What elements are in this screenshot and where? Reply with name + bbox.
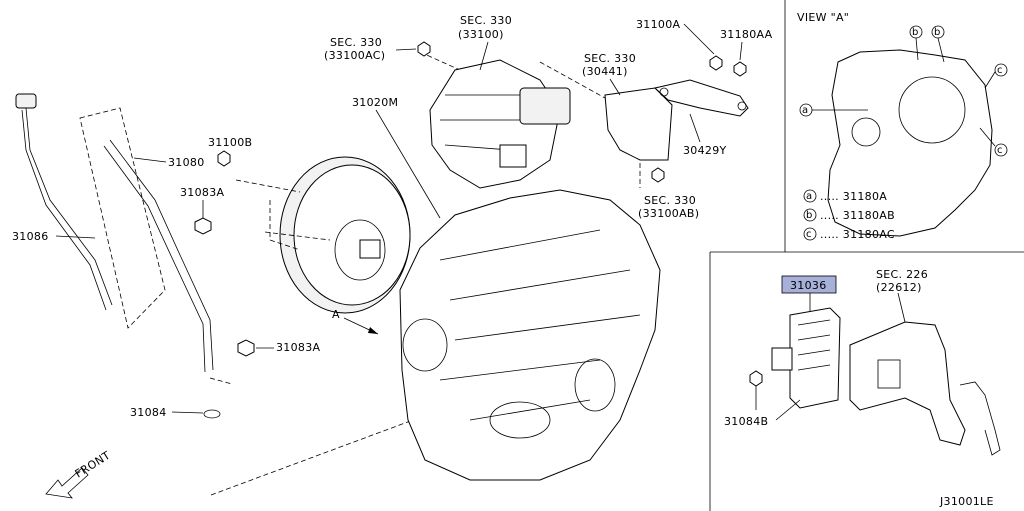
case-hole [851, 117, 881, 147]
svg-text:a: a [802, 105, 808, 116]
label-31020m: 31020M [352, 96, 398, 109]
label-31083a-top: 31083A [180, 186, 224, 199]
view-a-panel: VIEW "A" b b c c a a ..... 31180A b ....… [710, 0, 1024, 253]
bolt-33100ac-icon [417, 41, 431, 57]
dipstick-31086 [15, 93, 113, 311]
svg-text:b: b [806, 210, 812, 221]
label-31100b: 31100B [208, 136, 252, 149]
bolt-33100ab-icon [651, 167, 665, 183]
view-a-title: VIEW "A" [797, 11, 849, 24]
tcm-inset: 31036 SEC. 226 (22612) 31084B [709, 252, 1001, 511]
legend-row-a: a ..... 31180A [803, 189, 887, 203]
label-31086: 31086 [12, 230, 49, 243]
svg-text:..... 31180AC: ..... 31180AC [820, 228, 895, 241]
case-bore [898, 76, 966, 144]
label-30429y: 30429Y [683, 144, 727, 157]
bolt-31180aa-icon [733, 61, 747, 77]
svg-text:b: b [912, 27, 918, 38]
svg-text:c: c [806, 229, 812, 240]
label-sec330-33100: SEC. 330 [460, 14, 512, 27]
label-31084: 31084 [130, 406, 167, 419]
svg-text:a: a [806, 191, 812, 202]
legend-row-c: c ..... 31180AC [803, 227, 895, 241]
front-indicator: FRONT [45, 449, 113, 499]
label-31084b: 31084B [724, 415, 768, 428]
tcm-bracket [849, 321, 966, 446]
svg-text:(30441): (30441) [582, 65, 628, 78]
svg-text:..... 31180A: ..... 31180A [820, 190, 887, 203]
label-31100a: 31100A [636, 18, 680, 31]
o-ring-31084-icon [203, 409, 221, 419]
bolt-31100a-icon [709, 55, 723, 71]
torque-converter-31020m [279, 156, 411, 314]
svg-text:(33100AC): (33100AC) [324, 49, 385, 62]
svg-text:b: b [934, 27, 940, 38]
legend-row-b: b ..... 31180AB [803, 208, 895, 222]
front-arrow-icon [45, 467, 89, 499]
bracket-30441 [604, 87, 673, 161]
svg-text:c: c [997, 65, 1003, 76]
link-30429y [653, 79, 749, 117]
label-sec226: SEC. 226 [876, 268, 928, 281]
svg-text:(33100): (33100) [458, 28, 504, 41]
bolt-31084b-icon [749, 370, 763, 387]
part-31036-highlight [781, 275, 837, 294]
svg-text:(33100AB): (33100AB) [638, 207, 699, 220]
case-cover-outline [827, 49, 993, 237]
label-sec330-33100ac: SEC. 330 [330, 36, 382, 49]
bolt-31083a-top-icon [194, 217, 212, 235]
transmission-case [399, 189, 661, 481]
label-sec330-33100ab: SEC. 330 [644, 194, 696, 207]
oil-pump-33100 [429, 59, 571, 189]
view-a-marker: A [332, 308, 340, 321]
front-label: FRONT [73, 449, 113, 481]
label-31083a-bottom: 31083A [276, 341, 320, 354]
view-a-arrow-icon [368, 327, 378, 334]
svg-text:(22612): (22612) [876, 281, 922, 294]
tcm-module [789, 307, 841, 409]
label-31180aa: 31180AA [720, 28, 773, 41]
label-31080: 31080 [168, 156, 205, 169]
svg-text:..... 31180AB: ..... 31180AB [820, 209, 895, 222]
label-31036: 31036 [790, 279, 827, 292]
svg-text:c: c [997, 145, 1003, 156]
label-sec330-30441: SEC. 330 [584, 52, 636, 65]
diagram-code: J31001LE [939, 495, 994, 508]
tube-dashed-box [79, 107, 166, 329]
nut-31100b-icon [217, 150, 231, 167]
bolt-31083a-bottom-icon [237, 339, 255, 357]
main-exploded-view: 31086 31080 31084 31083A 31083A 31100B 3… [12, 14, 773, 499]
tube-31080 [109, 139, 214, 371]
